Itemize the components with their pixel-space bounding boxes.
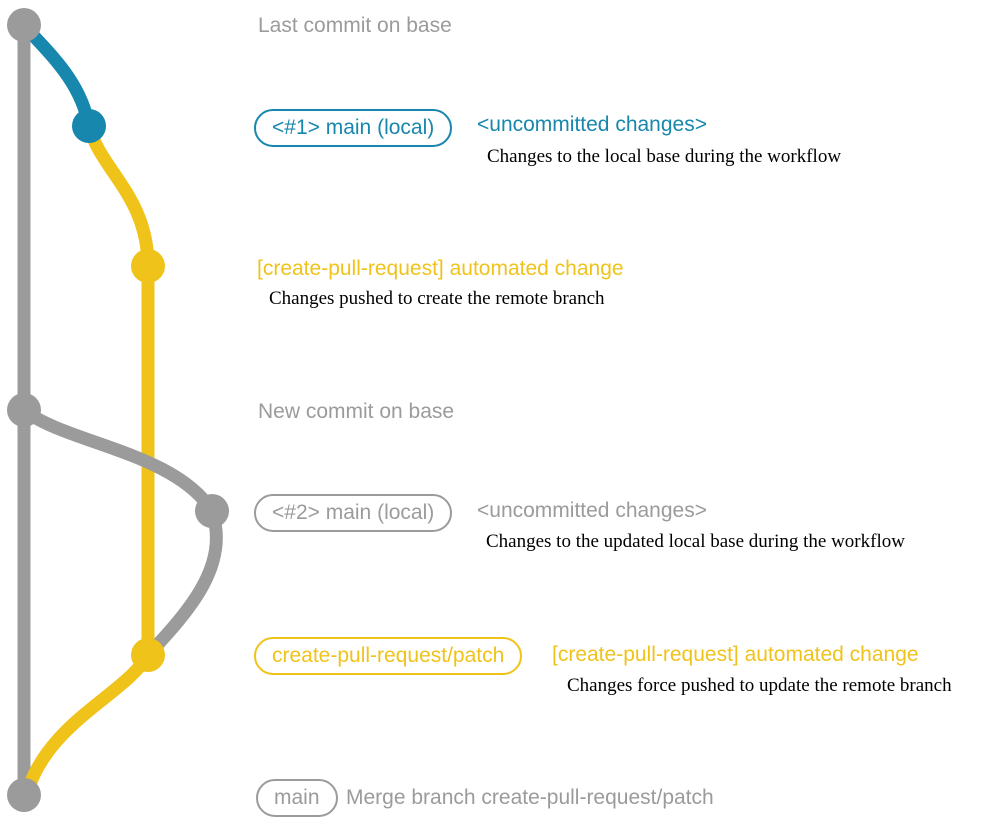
- branch-badge-main-local-1: <#1> main (local): [254, 109, 453, 147]
- local-changes-edge-1: [19, 20, 96, 128]
- commit-node-patch-1: [131, 249, 165, 283]
- heading-last-commit-on-base: Last commit on base: [258, 14, 452, 37]
- commit-detail-uncommitted-1: Changes to the local base during the wor…: [487, 146, 842, 167]
- commit-node-patch-2: [131, 638, 165, 672]
- commit-node-new-base: [7, 393, 41, 427]
- git-graph: [7, 8, 229, 812]
- commit-message-uncommitted-1: <uncommitted changes>: [477, 113, 707, 136]
- rebase-edge: [19, 404, 223, 660]
- commit-detail-automated-1: Changes pushed to create the remote bran…: [269, 288, 605, 309]
- patch-branch-line: [82, 124, 155, 655]
- commit-message-automated-1: [create-pull-request] automated change: [257, 257, 624, 280]
- commit-node-local-2: [195, 494, 229, 528]
- commit-message-merge: Merge branch create-pull-request/patch: [346, 786, 714, 809]
- commit-detail-automated-2: Changes force pushed to update the remot…: [567, 675, 952, 696]
- commit-node-local-1: [72, 109, 106, 143]
- commit-node-last-base: [7, 8, 41, 42]
- commit-node-merge: [7, 778, 41, 812]
- heading-new-commit-on-base: New commit on base: [258, 400, 455, 423]
- branch-badge-main-local-2: <#2> main (local): [254, 494, 453, 532]
- merge-edge: [20, 651, 154, 795]
- branch-badge-main: main: [256, 779, 338, 817]
- commit-detail-uncommitted-2: Changes to the updated local base during…: [486, 531, 905, 552]
- branch-badge-create-pull-request-patch: create-pull-request/patch: [254, 637, 523, 675]
- commit-message-uncommitted-2: <uncommitted changes>: [477, 499, 707, 522]
- commit-message-automated-2: [create-pull-request] automated change: [552, 643, 919, 666]
